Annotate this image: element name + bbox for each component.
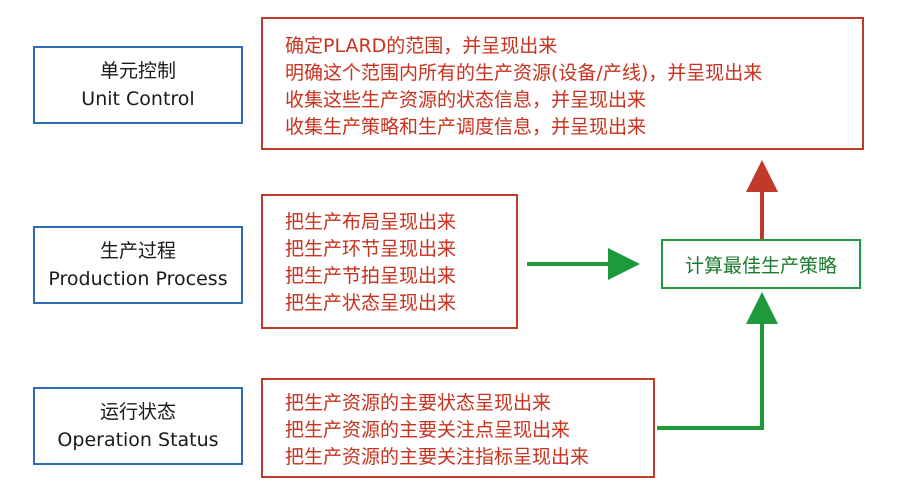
best-strategy-label: 计算最佳生产策略 bbox=[684, 254, 837, 277]
operation-status-description-box: 把生产资源的主要状态呈现出来 把生产资源的主要关注点呈现出来 把生产资源的主要关… bbox=[261, 378, 655, 478]
operation-status-title-cn: 运行状态 bbox=[99, 401, 176, 423]
operation-status-label-box: 运行状态 Operation Status bbox=[33, 387, 243, 465]
production-process-line: 把生产节拍呈现出来 bbox=[285, 265, 457, 287]
production-process-title-en: Production Process bbox=[48, 268, 228, 290]
production-process-line: 把生产布局呈现出来 bbox=[285, 211, 457, 233]
unit-control-label-box: 单元控制 Unit Control bbox=[33, 46, 243, 124]
unit-control-line: 确定PLARD的范围，并呈现出来 bbox=[285, 35, 558, 57]
production-process-description-box: 把生产布局呈现出来 把生产环节呈现出来 把生产节拍呈现出来 把生产状态呈现出来 bbox=[261, 194, 518, 329]
production-process-title-cn: 生产过程 bbox=[99, 240, 176, 262]
arrow-status-to-result bbox=[657, 292, 778, 430]
best-strategy-box: 计算最佳生产策略 bbox=[661, 239, 861, 289]
unit-control-line: 收集这些生产资源的状态信息，并呈现出来 bbox=[285, 89, 647, 111]
operation-status-title-en: Operation Status bbox=[57, 429, 219, 451]
unit-control-description-box: 确定PLARD的范围，并呈现出来 明确这个范围内所有的生产资源(设备/产线)，并… bbox=[261, 17, 864, 150]
production-process-line: 把生产状态呈现出来 bbox=[285, 292, 457, 314]
production-process-line: 把生产环节呈现出来 bbox=[285, 238, 457, 260]
unit-control-line: 明确这个范围内所有的生产资源(设备/产线)，并呈现出来 bbox=[285, 62, 763, 84]
operation-status-line: 把生产资源的主要关注点呈现出来 bbox=[285, 419, 571, 441]
operation-status-line: 把生产资源的主要关注指标呈现出来 bbox=[285, 446, 590, 468]
unit-control-line: 收集生产策略和生产调度信息，并呈现出来 bbox=[285, 116, 647, 138]
unit-control-title-cn: 单元控制 bbox=[99, 60, 176, 82]
operation-status-line: 把生产资源的主要状态呈现出来 bbox=[285, 392, 552, 414]
unit-control-title-en: Unit Control bbox=[81, 88, 195, 110]
production-process-label-box: 生产过程 Production Process bbox=[33, 226, 243, 304]
